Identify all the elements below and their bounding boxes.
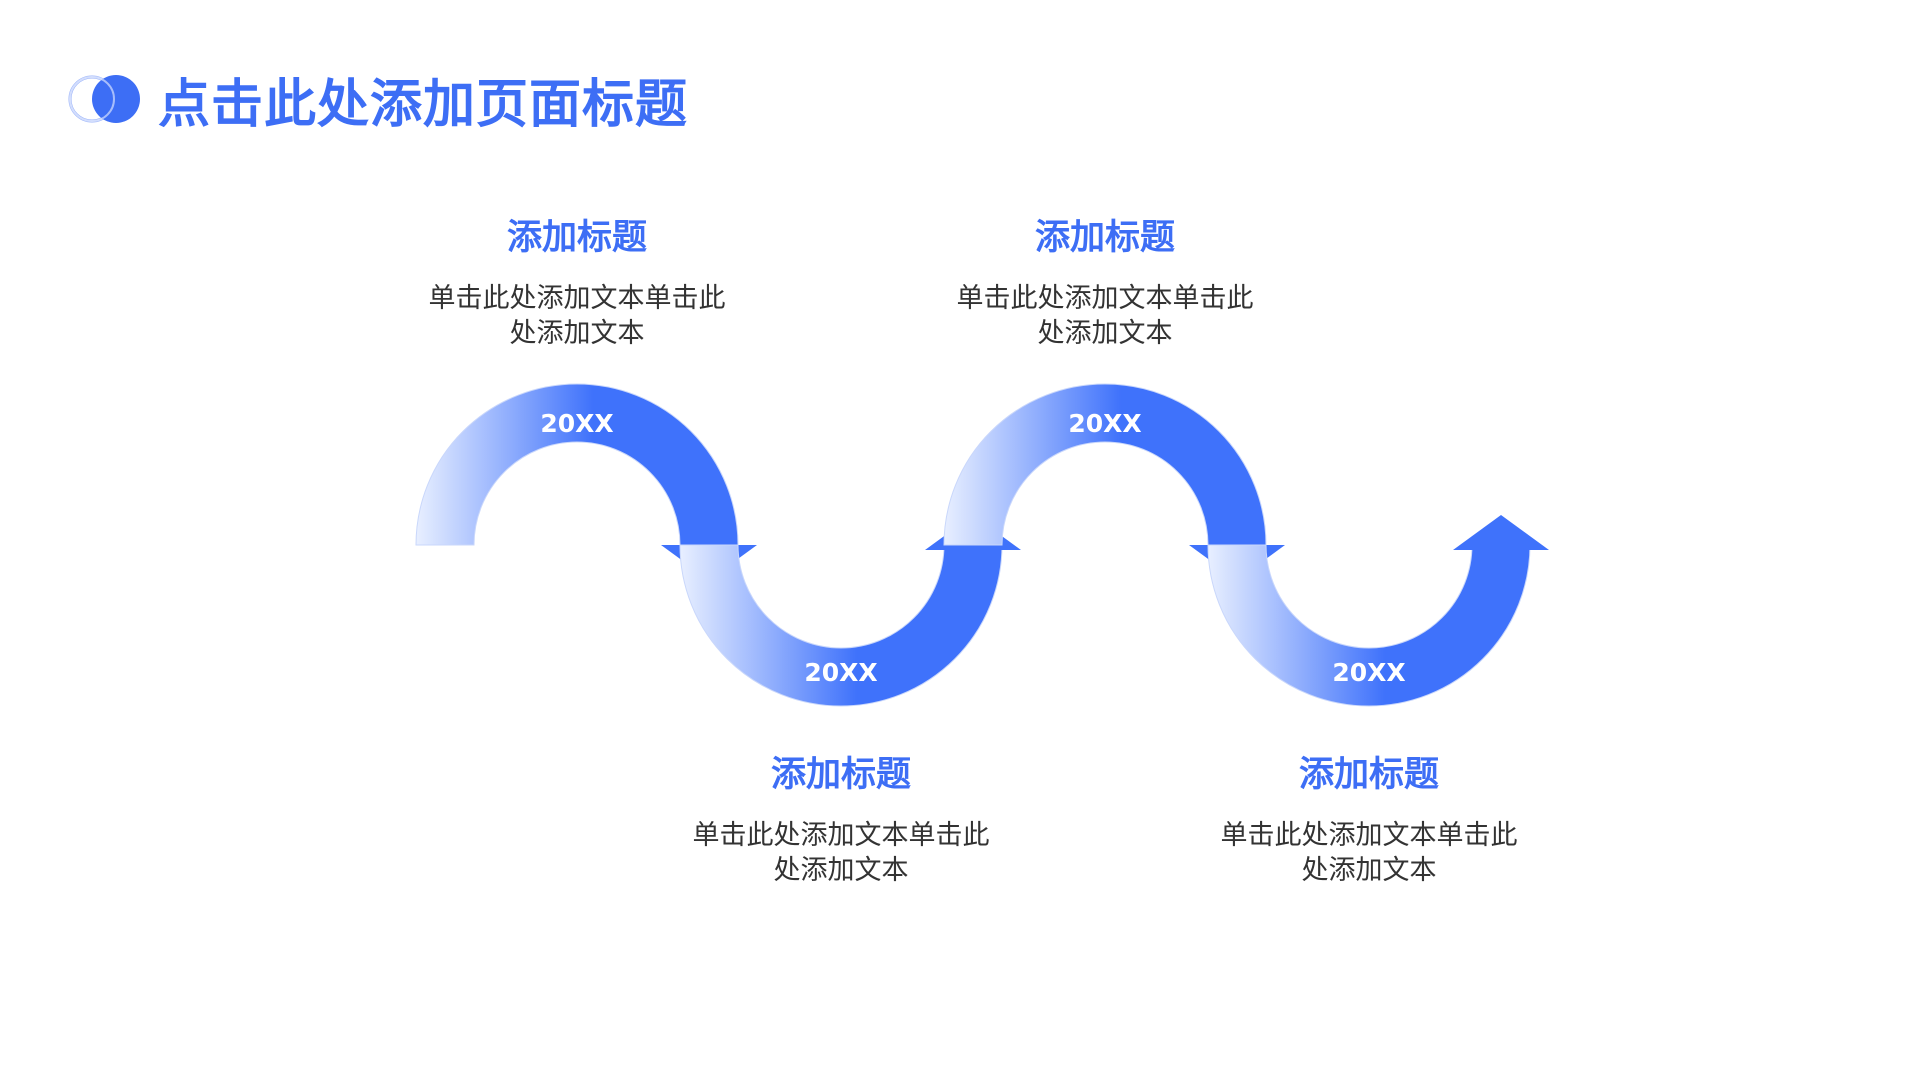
year-label: 20XX (1068, 409, 1141, 438)
step-block-1: 添加标题 单击此处添加文本单击此处添加文本 (397, 215, 757, 351)
year-label: 20XX (540, 409, 613, 438)
year-label: 20XX (804, 658, 877, 687)
step-title[interactable]: 添加标题 (506, 218, 647, 258)
step-text[interactable]: 单击此处添加文本单击此处添加文本 (692, 820, 990, 886)
step-block-2: 添加标题 单击此处添加文本单击此处添加文本 (661, 752, 1021, 888)
page-header: 点击此处添加页面标题 (66, 66, 688, 135)
step-block-4: 添加标题 单击此处添加文本单击此处添加文本 (1189, 752, 1549, 888)
arrow-head-up-2 (1453, 515, 1549, 550)
step-title[interactable]: 添加标题 (1034, 218, 1175, 258)
arrow-segment-4: 20XX (1207, 515, 1549, 707)
step-text[interactable]: 单击此处添加文本单击此处添加文本 (956, 283, 1254, 349)
step-title[interactable]: 添加标题 (1298, 755, 1439, 795)
step-block-3: 添加标题 单击此处添加文本单击此处添加文本 (925, 215, 1285, 351)
double-circle-icon (68, 75, 140, 123)
year-label: 20XX (1332, 658, 1405, 687)
step-text[interactable]: 单击此处添加文本单击此处添加文本 (1220, 820, 1518, 886)
step-title[interactable]: 添加标题 (770, 755, 911, 795)
step-text[interactable]: 单击此处添加文本单击此处添加文本 (428, 283, 726, 349)
page-title: 点击此处添加页面标题 (158, 74, 689, 135)
